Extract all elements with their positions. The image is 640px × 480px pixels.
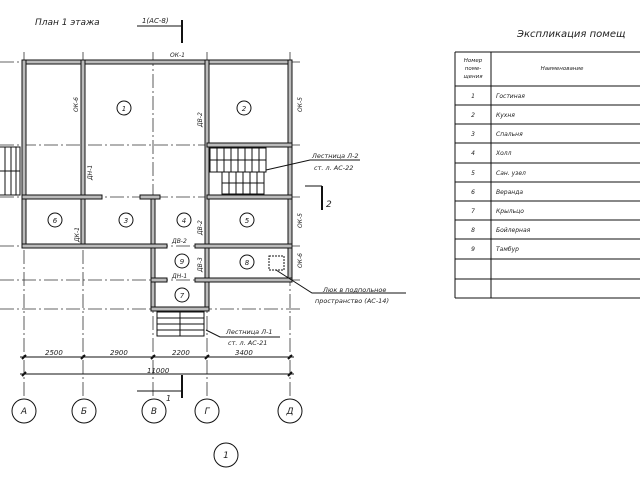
svg-text:1: 1	[122, 105, 126, 113]
svg-text:11000: 11000	[147, 367, 170, 375]
svg-text:ОК-1: ОК-1	[170, 52, 185, 59]
axis-markers: А Б В Г Д 1	[11, 398, 303, 468]
row-name: Спальня	[496, 131, 523, 138]
svg-text:3400: 3400	[235, 349, 253, 357]
svg-text:пространство (АС-14): пространство (АС-14)	[315, 297, 389, 305]
floor-hatch	[268, 255, 285, 271]
row-name: Тамбур	[496, 246, 519, 253]
svg-text:2: 2	[326, 200, 332, 210]
svg-text:А: А	[20, 407, 27, 417]
svg-text:поме-: поме-	[465, 66, 481, 72]
svg-text:ОК-5: ОК-5	[297, 213, 304, 228]
row-name: Гостиная	[496, 93, 525, 100]
svg-text:ДН-1: ДН-1	[171, 273, 187, 280]
row-number: 5	[471, 170, 475, 177]
row-name: Сан. узел	[496, 170, 526, 177]
row-number: 2	[471, 112, 475, 119]
svg-text:В: В	[151, 407, 157, 417]
dimension-lines: 2500 2900 2200 3400 11000 1	[20, 349, 294, 403]
explication-table: Экспликация помещ Номер поме- щения Наим…	[454, 29, 640, 299]
svg-text:ОК-6: ОК-6	[73, 97, 80, 112]
svg-text:ОК-5: ОК-5	[297, 97, 304, 112]
svg-text:Г: Г	[204, 407, 210, 417]
svg-text:ст. л. АС-22: ст. л. АС-22	[314, 164, 353, 172]
svg-text:2: 2	[242, 105, 247, 113]
walls	[21, 59, 293, 312]
plan-title: План 1 этажа	[35, 18, 100, 28]
svg-text:3: 3	[124, 217, 128, 225]
svg-text:ДК-1: ДК-1	[74, 227, 81, 243]
stair-l1	[156, 311, 205, 337]
svg-text:Люк в подпольное: Люк в подпольное	[322, 286, 386, 294]
svg-text:1: 1	[223, 451, 229, 461]
header-name: Наименование	[541, 66, 584, 72]
row-name: Кухня	[496, 112, 515, 119]
svg-text:Лестница Л-1: Лестница Л-1	[225, 328, 273, 336]
stair-left	[0, 146, 21, 196]
header-number: Номер поме- щения	[463, 58, 483, 80]
annotations: Лестница Л-2 ст. л. АС-22 Лестница Л-1 с…	[205, 152, 406, 347]
svg-text:4: 4	[182, 217, 186, 225]
row-number: 3	[471, 131, 475, 138]
svg-text:Номер: Номер	[464, 58, 483, 64]
svg-text:ст. л. АС-21: ст. л. АС-21	[228, 339, 267, 347]
svg-text:2500: 2500	[45, 349, 63, 357]
row-name: Крыльцо	[496, 208, 524, 215]
svg-text:ДВ-2: ДВ-2	[171, 238, 187, 245]
svg-text:1: 1	[166, 394, 171, 403]
row-number: 4	[471, 150, 475, 157]
wall-labels: ОК-1 ОК-5 ОК-5 ОК-6 ОК-6 ДК-1 ДВ-2 ДВ-2 …	[73, 52, 304, 280]
room-markers: 1 2 3 4 5 6 7 8 9	[47, 100, 255, 303]
row-number: 6	[471, 189, 475, 196]
stair-l2	[209, 147, 267, 195]
svg-text:2200: 2200	[172, 349, 190, 357]
svg-text:5: 5	[245, 217, 250, 225]
svg-text:ДВ-3: ДВ-3	[197, 257, 204, 273]
row-number: 8	[471, 227, 475, 234]
svg-text:щения: щения	[463, 74, 483, 80]
row-name: Бойлерная	[496, 227, 531, 234]
svg-text:Лестница Л-2: Лестница Л-2	[311, 152, 359, 160]
svg-text:ДН-1: ДН-1	[87, 165, 94, 181]
svg-text:ДВ-2: ДВ-2	[197, 220, 204, 236]
svg-text:2900: 2900	[110, 349, 128, 357]
svg-text:ОК-6: ОК-6	[297, 253, 304, 268]
explication-title: Экспликация помещ	[516, 29, 625, 40]
row-name: Холл	[495, 150, 512, 157]
svg-text:7: 7	[180, 292, 185, 300]
row-number: 9	[471, 246, 475, 253]
section-mark-top: 1(АС-8)	[142, 17, 169, 25]
svg-text:ДВ-2: ДВ-2	[197, 112, 204, 128]
row-name: Веранда	[496, 189, 523, 196]
svg-text:8: 8	[245, 259, 250, 267]
row-number: 7	[471, 208, 475, 215]
svg-text:6: 6	[53, 217, 58, 225]
svg-text:Б: Б	[81, 407, 87, 417]
svg-text:9: 9	[180, 258, 185, 266]
svg-text:Д: Д	[285, 407, 293, 417]
row-number: 1	[471, 93, 475, 100]
